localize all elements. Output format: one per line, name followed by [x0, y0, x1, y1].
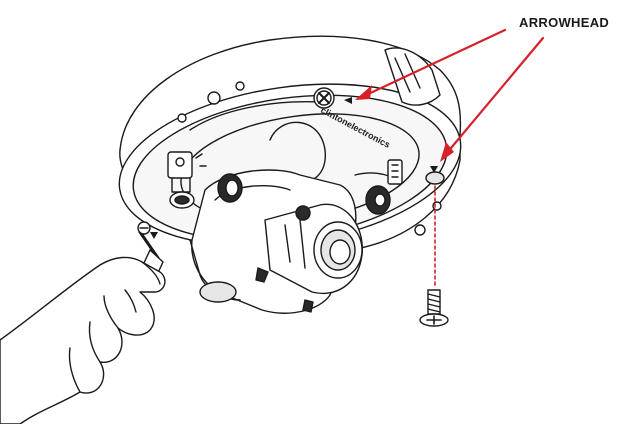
arrowhead-marker-icon — [344, 97, 352, 104]
small-screw — [255, 267, 269, 283]
screw-icon — [313, 87, 335, 109]
callout-arrow-right — [444, 36, 545, 156]
camera-lens — [264, 159, 403, 294]
arrowhead-marker-icon — [150, 232, 158, 239]
screw-icon — [419, 289, 449, 327]
arrowhead-callout-label: ARROWHEAD — [519, 15, 610, 30]
callout-arrows — [355, 28, 545, 162]
terminal-block — [167, 151, 207, 209]
small-screw — [302, 299, 314, 313]
hand-icon — [0, 256, 166, 424]
arrowhead-marker-icon — [430, 166, 438, 173]
screw-hole — [425, 171, 445, 185]
callout-arrow-top — [362, 28, 507, 98]
